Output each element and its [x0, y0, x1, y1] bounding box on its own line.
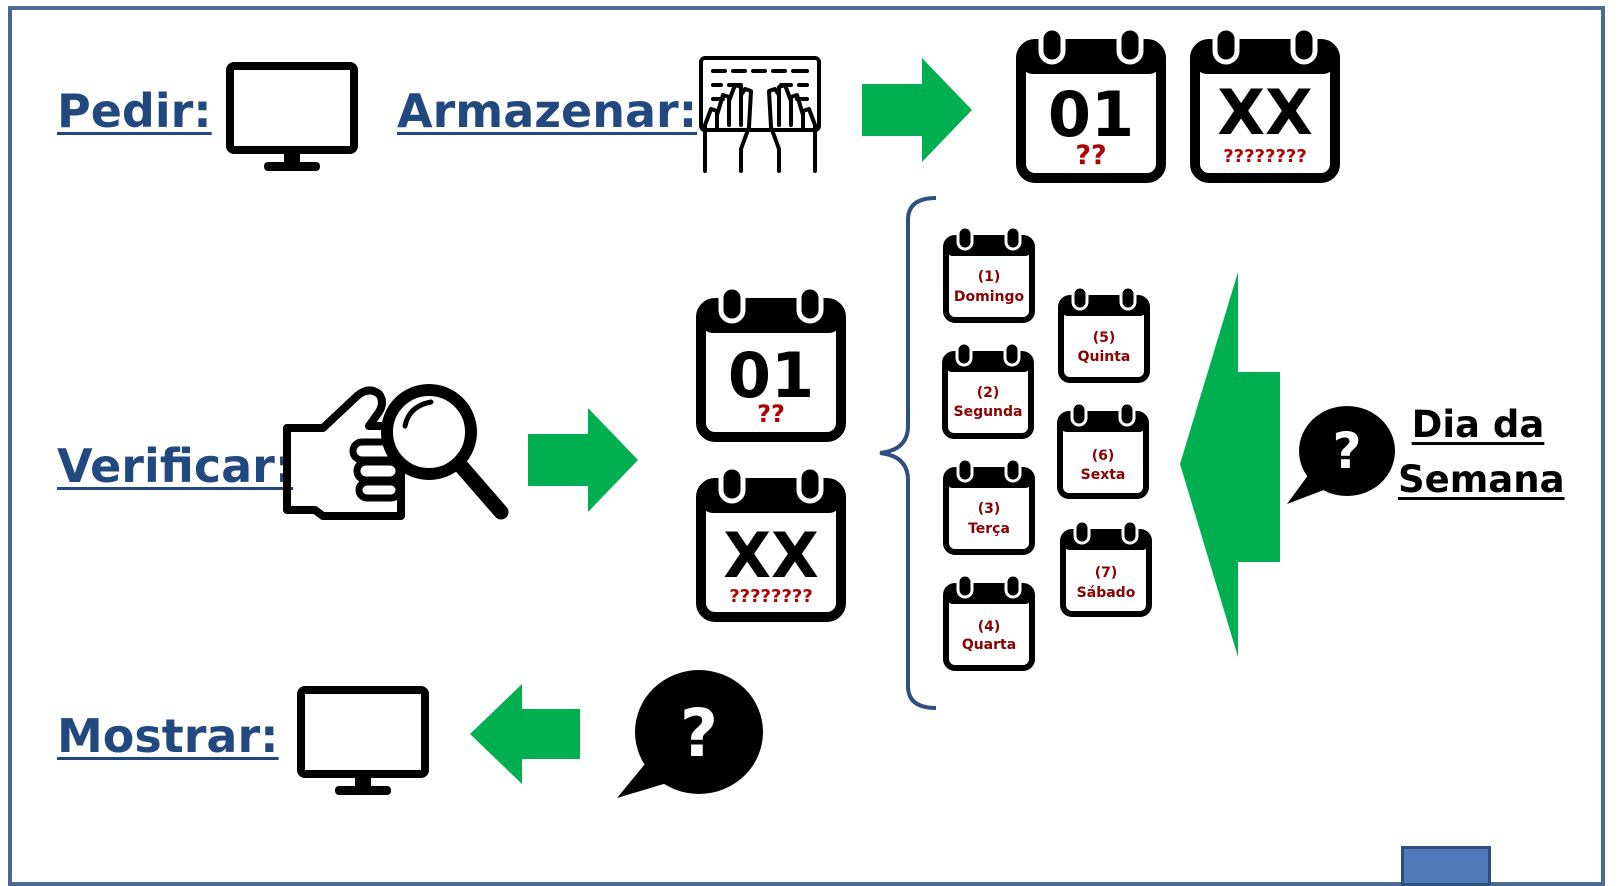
hand-magnifier-icon [283, 384, 513, 528]
svg-text:?: ? [680, 695, 718, 772]
weekday-name: Terça [968, 521, 1010, 537]
weekday-calendar-terca: (3) Terça [942, 457, 1036, 556]
weekday-name: Quarta [961, 637, 1017, 653]
check-day-number: 01 [727, 339, 815, 412]
weekday-name: Sexta [1080, 467, 1126, 483]
weekday-calendar-sexta: (6) Sexta [1056, 401, 1150, 500]
mostrar-label: Mostrar: [57, 709, 279, 763]
check-year-question: ???????? [729, 586, 813, 607]
arrow-left-large [1180, 272, 1280, 661]
weekday-name: Sábado [1076, 585, 1136, 601]
weekday-name: Domingo [953, 289, 1025, 305]
day-calendar-icon: 01 ?? [1015, 25, 1167, 186]
year-calendar-text: XX [1217, 76, 1313, 149]
weekday-calendar-quinta: (5) Quinta [1057, 285, 1151, 384]
question-bubble-icon-output: ? [615, 668, 767, 806]
year-calendar-icon: XX ???????? [1189, 25, 1341, 186]
weekday-calendar-quarta: (4) Quarta [942, 573, 1036, 672]
check-year-text: XX [723, 519, 819, 592]
armazenar-label: Armazenar: [397, 84, 698, 138]
weekday-name: Segunda [953, 404, 1023, 420]
arrow-right-1 [862, 58, 972, 166]
weekday-number: (5) [1092, 330, 1116, 346]
monitor-icon [226, 62, 358, 178]
weekday-number: (4) [977, 619, 1001, 635]
keyboard-typing-icon [697, 55, 823, 177]
blue-square [1401, 846, 1491, 886]
weekday-calendar-domingo: (1) Domingo [942, 225, 1036, 324]
curly-brace [876, 196, 940, 714]
dia-da-semana-label-line1: Dia da [1411, 403, 1545, 446]
monitor-icon-output [297, 686, 429, 802]
day-calendar-question: ?? [1075, 140, 1107, 171]
day-calendar-number: 01 [1047, 78, 1135, 151]
weekday-number: (6) [1091, 448, 1115, 464]
check-day-calendar-icon: 01 ?? [695, 284, 847, 445]
weekday-calendar-segunda: (2) Segunda [941, 341, 1035, 440]
weekday-number: (2) [976, 385, 1000, 401]
pedir-label: Pedir: [57, 84, 212, 138]
weekday-number: (3) [977, 501, 1001, 517]
arrow-left-small [470, 684, 580, 788]
check-day-question: ?? [757, 400, 785, 428]
arrow-right-2 [528, 408, 638, 516]
svg-text:?: ? [1332, 422, 1361, 480]
weekday-name: Quinta [1077, 349, 1131, 365]
weekday-number: (1) [977, 269, 1001, 285]
weekday-calendar-sabado: (7) Sábado [1059, 519, 1153, 618]
question-bubble-icon: ? [1285, 404, 1397, 512]
weekday-number: (7) [1094, 565, 1118, 581]
check-year-calendar-icon: XX ???????? [695, 464, 847, 625]
dia-da-semana-label-line2: Semana [1398, 458, 1565, 501]
year-calendar-question: ???????? [1223, 146, 1307, 167]
verificar-label: Verificar: [57, 439, 294, 493]
